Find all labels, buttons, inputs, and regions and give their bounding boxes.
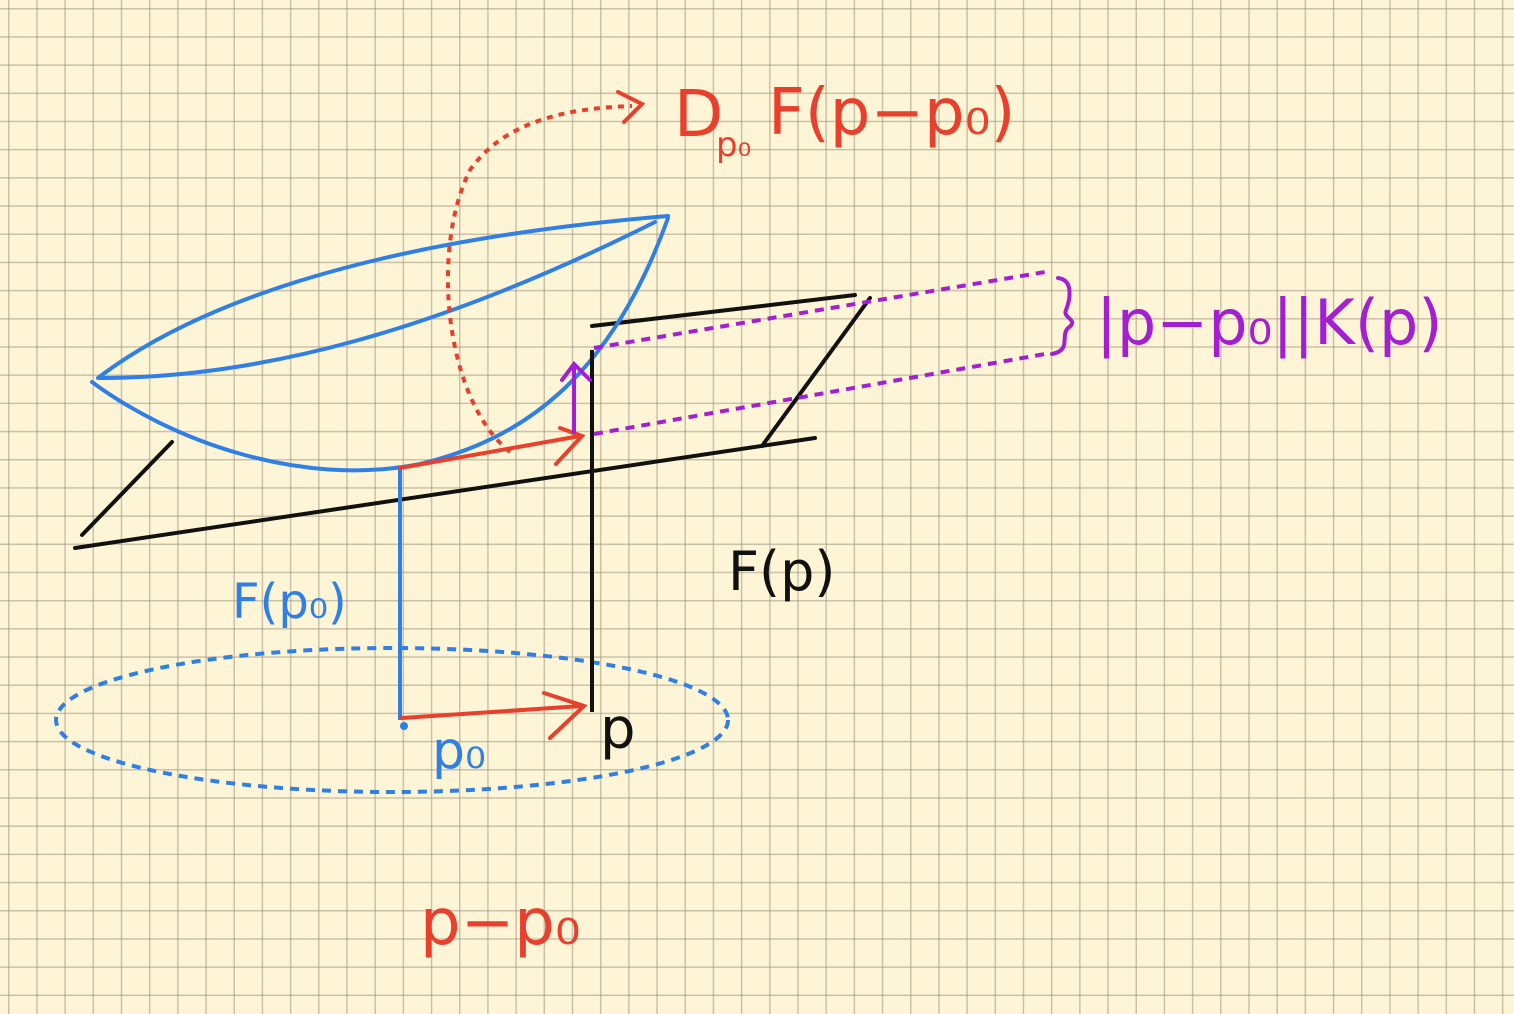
tangent-vector (398, 434, 582, 470)
differential-label-sub: p₀ (716, 125, 751, 165)
surface (90, 214, 670, 473)
displacement-vector-head (542, 691, 588, 740)
tangent-plane-right-edge (760, 296, 872, 448)
tangent-plane-back-edge (590, 293, 857, 328)
remainder-label: |p−p₀||K(p) (1096, 286, 1443, 360)
f-p0-label: F(p₀) (232, 574, 347, 630)
differential-pointer-head (616, 90, 646, 124)
remainder-dashed-bottom (593, 352, 1046, 436)
surface-bottom-rim (98, 220, 657, 380)
remainder-dashed-top (593, 270, 1046, 350)
remainder-brace (1050, 276, 1075, 356)
domain-ellipse (54, 646, 730, 794)
point-p0-label: p₀ (432, 721, 486, 781)
displacement-label: p−p₀ (420, 886, 581, 960)
point-p-label: p (600, 697, 636, 762)
differential-label-d: D (674, 78, 723, 152)
tangent-plane-left-edge (80, 440, 174, 537)
tangent-plane (73, 293, 872, 550)
error-vector-head (560, 360, 592, 382)
point-p0-dot (400, 722, 408, 730)
tangent-vector-head (554, 426, 586, 466)
differential-label-rest: F(p−p₀) (768, 76, 1015, 150)
f-p-label: F(p) (728, 540, 835, 603)
differential-pointer-arc (445, 104, 633, 454)
displacement-vector (400, 704, 584, 720)
tangent-plane-front-edge (73, 436, 817, 550)
surface-top-rim (96, 214, 670, 380)
